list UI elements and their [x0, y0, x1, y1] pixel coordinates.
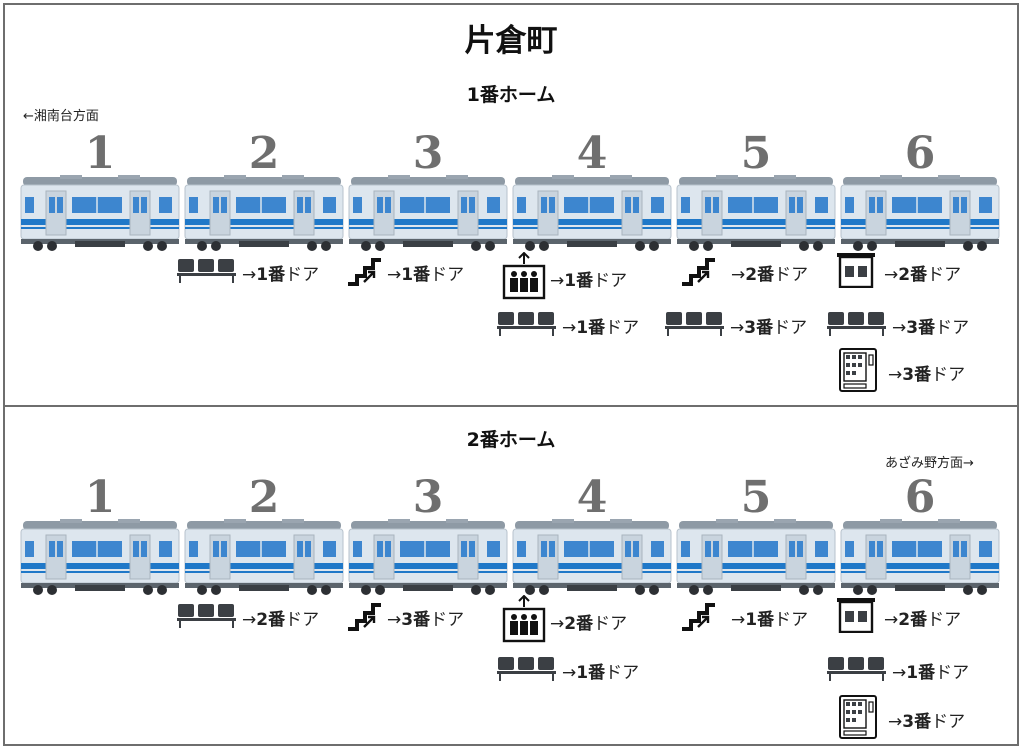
waiting-room-icon — [836, 252, 876, 292]
door-text: →1番ドア — [562, 662, 640, 683]
car-5-stairs-door: →2番ドア — [681, 254, 808, 290]
vending-machine-icon — [838, 694, 878, 744]
stairs-icon — [681, 599, 717, 635]
car-2-bench-door: →2番ドア — [176, 599, 319, 635]
door-text: →1番ドア — [562, 317, 640, 338]
car-number: 1 — [84, 472, 116, 523]
car-number: 5 — [740, 128, 772, 179]
car-number: 3 — [412, 472, 444, 523]
car-4-bench-door: →1番ドア — [496, 307, 639, 343]
car-number: 2 — [248, 128, 280, 179]
bench-icon — [826, 309, 888, 341]
station-title: 片倉町 — [464, 23, 558, 59]
waiting-room-icon — [836, 597, 876, 637]
car-6-bench-door: →1番ドア — [826, 652, 969, 688]
car-6: 6 — [840, 472, 1000, 595]
car-4-elevator-door: →2番ドア — [502, 594, 628, 647]
platform-2-panel: 2番ホーム あざみ野方面→ 1 2 3 — [3, 405, 1019, 746]
bench-icon — [496, 309, 558, 341]
car-4: 4 — [512, 128, 672, 251]
platform-1-panel: 片倉町 1番ホーム ←湘南台方面 1 2 3 — [3, 3, 1019, 407]
car-number: 6 — [904, 472, 936, 523]
car-number: 5 — [740, 472, 772, 523]
car-2: 2 — [184, 472, 344, 595]
car-number: 4 — [576, 472, 608, 523]
direction-azamino: あざみ野方面→ — [885, 456, 974, 471]
door-text: →1番ドア — [387, 264, 465, 285]
platform-1-title: 1番ホーム — [466, 84, 556, 106]
door-text: →1番ドア — [892, 662, 970, 683]
car-5-bench-door: →3番ドア — [664, 307, 807, 343]
bench-icon — [496, 654, 558, 686]
door-text: →1番ドア — [550, 270, 628, 291]
car-3-stairs-door: →3番ドア — [347, 599, 464, 635]
car-3: 3 — [348, 128, 508, 251]
car-5-stairs-door: →1番ドア — [681, 599, 808, 635]
car-3: 3 — [348, 472, 508, 595]
car-6-bench-door: →3番ドア — [826, 307, 969, 343]
car-1: 1 — [20, 128, 180, 251]
car-6-waiting-room-door: →2番ドア — [836, 252, 962, 292]
door-text: →3番ドア — [888, 711, 966, 732]
vending-machine-icon — [838, 347, 878, 397]
stairs-icon — [681, 254, 717, 290]
door-text: →3番ドア — [387, 609, 465, 630]
elevator-icon — [502, 251, 546, 304]
car-6-waiting-room-door: →2番ドア — [836, 597, 962, 637]
door-text: →1番ドア — [242, 264, 320, 285]
car-2-bench-door: →1番ドア — [176, 254, 319, 290]
stairs-icon — [347, 599, 383, 635]
door-text: →3番ドア — [892, 317, 970, 338]
door-text: →2番ドア — [884, 609, 962, 630]
bench-icon — [826, 654, 888, 686]
car-6: 6 — [840, 128, 1000, 251]
car-4: 4 — [512, 472, 672, 595]
car-number: 1 — [84, 128, 116, 179]
car-1: 1 — [20, 472, 180, 595]
bench-icon — [664, 309, 726, 341]
platform-2-title: 2番ホーム — [466, 429, 556, 451]
door-text: →1番ドア — [731, 609, 809, 630]
car-2: 2 — [184, 128, 344, 251]
elevator-icon — [502, 594, 546, 647]
car-4-bench-door: →1番ドア — [496, 652, 639, 688]
car-5: 5 — [676, 472, 836, 595]
door-text: →3番ドア — [888, 364, 966, 385]
direction-shonandai: ←湘南台方面 — [23, 109, 99, 124]
car-6-vending-door: →3番ドア — [838, 347, 966, 397]
car-5: 5 — [676, 128, 836, 251]
car-number: 2 — [248, 472, 280, 523]
door-text: →2番ドア — [550, 613, 628, 634]
bench-icon — [176, 601, 238, 633]
car-4-elevator-door: →1番ドア — [502, 251, 628, 304]
bench-icon — [176, 256, 238, 288]
car-number: 3 — [412, 128, 444, 179]
car-number: 4 — [576, 128, 608, 179]
stairs-icon — [347, 254, 383, 290]
car-number: 6 — [904, 128, 936, 179]
door-text: →3番ドア — [730, 317, 808, 338]
car-3-stairs-door: →1番ドア — [347, 254, 464, 290]
door-text: →2番ドア — [884, 264, 962, 285]
car-6-vending-door: →3番ドア — [838, 694, 966, 744]
door-text: →2番ドア — [731, 264, 809, 285]
door-text: →2番ドア — [242, 609, 320, 630]
